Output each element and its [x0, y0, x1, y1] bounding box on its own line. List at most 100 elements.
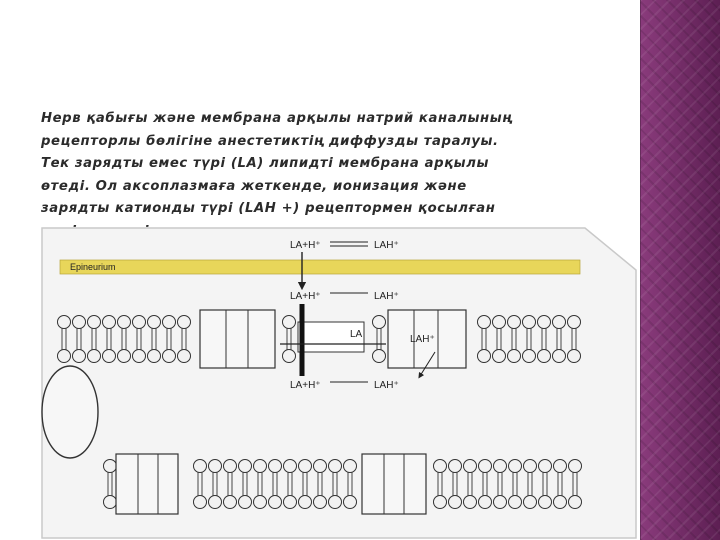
lipid-head	[508, 316, 521, 329]
text-line: рецепторлы бөлігіне анестетиктің диффузд…	[41, 134, 499, 149]
lipid-head	[163, 316, 176, 329]
lipid-head	[568, 316, 581, 329]
inner-lah-label: LAH⁺	[410, 334, 435, 345]
sodium-channel-lower-right	[362, 454, 426, 514]
lipid-head	[314, 496, 327, 509]
lipid-head	[479, 496, 492, 509]
lipid-head	[538, 316, 551, 329]
eq-la-h-bottom: LA+H⁺	[290, 380, 321, 391]
lipid-head	[58, 350, 71, 363]
lipid-head	[344, 460, 357, 473]
lipid-head	[239, 496, 252, 509]
eq-la-h-top: LA+H⁺	[290, 240, 321, 251]
eq-la-h-mid: LA+H⁺	[290, 291, 321, 302]
lipid-head	[103, 316, 116, 329]
lipid-head	[493, 350, 506, 363]
lipid-head	[554, 460, 567, 473]
lipid-head	[194, 496, 207, 509]
sodium-channel-left	[200, 310, 275, 368]
lipid-head	[569, 460, 582, 473]
lipid-head	[554, 496, 567, 509]
lipid-head	[224, 496, 237, 509]
inner-la-label: LA	[350, 329, 363, 340]
lipid-head	[118, 350, 131, 363]
lipid-head	[508, 350, 521, 363]
lipid-head	[568, 350, 581, 363]
epineurium-band	[60, 260, 580, 274]
lipid-head	[148, 316, 161, 329]
lipid-head	[373, 350, 386, 363]
lipid-head	[538, 350, 551, 363]
lipid-head	[73, 350, 86, 363]
lipid-head	[269, 460, 282, 473]
lipid-head	[569, 496, 582, 509]
lipid-head	[283, 350, 296, 363]
lipid-head	[178, 350, 191, 363]
lipid-head	[73, 316, 86, 329]
lipid-head	[509, 496, 522, 509]
lipid-head	[254, 460, 267, 473]
lipid-head	[269, 496, 282, 509]
lipid-head	[118, 316, 131, 329]
lipid-head	[88, 350, 101, 363]
lipid-head	[494, 496, 507, 509]
lipid-head	[449, 496, 462, 509]
lipid-head	[524, 496, 537, 509]
eq-lah-bottom: LAH⁺	[374, 380, 399, 391]
lipid-head	[434, 460, 447, 473]
lipid-head	[523, 350, 536, 363]
lipid-head	[299, 460, 312, 473]
lipid-head	[254, 496, 267, 509]
lipid-head	[464, 496, 477, 509]
eq-lah-mid: LAH⁺	[374, 291, 399, 302]
lipid-head	[553, 350, 566, 363]
lipid-head	[104, 496, 117, 509]
side-band-divider	[640, 0, 641, 540]
lipid-head	[524, 460, 537, 473]
lipid-head	[449, 460, 462, 473]
lipid-head	[478, 350, 491, 363]
lipid-head	[133, 316, 146, 329]
lipid-head	[329, 496, 342, 509]
lipid-head	[373, 316, 386, 329]
lipid-head	[209, 460, 222, 473]
text-line: зарядты катионды түрі (LAH +) рецепторме…	[41, 201, 495, 216]
lipid-head	[58, 316, 71, 329]
lipid-head	[103, 350, 116, 363]
axon-node-ellipse	[42, 366, 98, 458]
membrane-diagram: LA+H⁺ LAH⁺ Epineurium LA+H⁺ LAH⁺ LA LAH⁺	[40, 226, 640, 540]
epineurium-label: Epineurium	[70, 262, 116, 272]
lipid-head	[283, 316, 296, 329]
lipid-head	[284, 460, 297, 473]
lipid-head	[239, 460, 252, 473]
slide-body-text: Нерв қабығы және мембрана арқылы натрий …	[41, 108, 631, 244]
lipid-head	[464, 460, 477, 473]
lipid-head	[284, 496, 297, 509]
lipid-head	[493, 316, 506, 329]
sodium-channel-lower-left	[116, 454, 178, 514]
eq-lah-top: LAH⁺	[374, 240, 399, 251]
lipid-head	[553, 316, 566, 329]
lipid-head	[479, 460, 492, 473]
lipid-head	[329, 460, 342, 473]
lipid-head	[539, 496, 552, 509]
lipid-head	[509, 460, 522, 473]
lipid-head	[194, 460, 207, 473]
lipid-head	[344, 496, 357, 509]
lipid-head	[163, 350, 176, 363]
decorative-side-band	[640, 0, 720, 540]
text-line: өтеді. Ол аксоплазмаға жеткенде, ионизац…	[41, 179, 467, 194]
lipid-head	[434, 496, 447, 509]
membrane-diagram-svg: LA+H⁺ LAH⁺ Epineurium LA+H⁺ LAH⁺ LA LAH⁺	[40, 226, 640, 540]
lipid-head	[494, 460, 507, 473]
lipid-head	[299, 496, 312, 509]
lipid-head	[523, 316, 536, 329]
lipid-head	[539, 460, 552, 473]
text-line: Тек зарядты емес түрі (LA) липидті мембр…	[41, 156, 489, 171]
lipid-head	[178, 316, 191, 329]
lipid-head	[209, 496, 222, 509]
text-line: Нерв қабығы және мембрана арқылы натрий …	[41, 111, 512, 126]
lipid-head	[224, 460, 237, 473]
lipid-head	[133, 350, 146, 363]
lipid-head	[88, 316, 101, 329]
